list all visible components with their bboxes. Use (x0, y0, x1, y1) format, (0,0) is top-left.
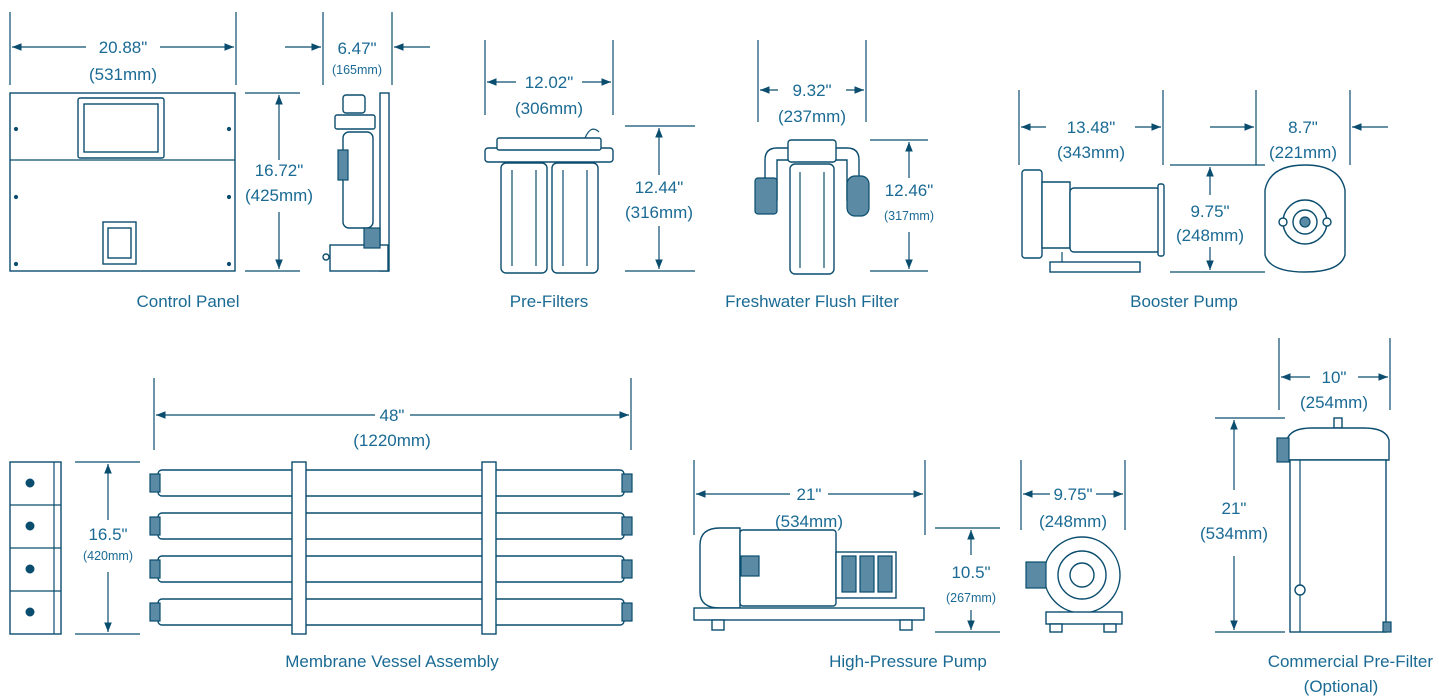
control-panel-depth-in: 6.47" (337, 39, 376, 58)
flush-filter-caption: Freshwater Flush Filter (725, 292, 899, 311)
commercial-filter-caption-optional: (Optional) (1304, 677, 1379, 696)
hp-pump-length-mm: (534mm) (775, 512, 843, 531)
pre-filters-height-in: 12.44" (635, 178, 684, 197)
flush-filter-group: 9.32" (237mm) 12.46" (317mm) (754, 40, 934, 275)
control-panel-width-mm: (531mm) (89, 65, 157, 84)
membrane-length-mm: (1220mm) (353, 431, 430, 450)
commercial-filter-head (1286, 427, 1390, 461)
pre-filters-width-in: 12.02" (525, 73, 574, 92)
membrane-vessel (157, 598, 625, 626)
flush-filter-height-mm: (317mm) (884, 209, 934, 223)
flush-filter-head (787, 139, 837, 163)
hp-pump-height-mm: (267mm) (946, 591, 996, 605)
booster-pump-height-mm: (248mm) (1176, 226, 1244, 245)
membrane-caption: Membrane Vessel Assembly (285, 652, 499, 671)
membrane-height-in: 16.5" (88, 525, 127, 544)
hp-pump-caption: High-Pressure Pump (829, 652, 987, 671)
booster-pump-width-in: 8.7" (1288, 118, 1318, 137)
booster-pump-width-mm: (221mm) (1269, 143, 1337, 162)
booster-pump-length-in: 13.48" (1067, 118, 1116, 137)
hp-pump-height-in: 10.5" (951, 563, 990, 582)
hp-pump-group: 21" (534mm) 9.75" (248mm) 10.5" (267mm) (693, 460, 1126, 633)
control-panel-depth-mm: (165mm) (332, 63, 382, 77)
pre-filters-group: 12.02" (306mm) 12.44" (316mm) (484, 40, 695, 274)
control-panel-height-in: 16.72" (255, 161, 304, 180)
flush-filter-width-in: 9.32" (792, 81, 831, 100)
booster-pump-height-in: 9.75" (1190, 202, 1229, 221)
flush-filter-height-in: 12.46" (885, 181, 934, 200)
control-panel-width-in: 20.88" (99, 38, 148, 57)
commercial-filter-caption: Commercial Pre-Filter (1268, 652, 1434, 671)
hp-pump-width-mm: (248mm) (1039, 512, 1107, 531)
membrane-height-mm: (420mm) (83, 549, 133, 563)
pre-filters-width-mm: (306mm) (515, 99, 583, 118)
control-panel-group: 20.88" (531mm) 16.72" (425mm) 6.47" (165… (9, 12, 430, 272)
commercial-filter-width-in: 10" (1322, 368, 1347, 387)
commercial-filter-width-mm: (254mm) (1300, 393, 1368, 412)
control-panel-height-mm: (425mm) (245, 186, 313, 205)
commercial-filter-height-in: 21" (1222, 499, 1247, 518)
membrane-vessel (157, 469, 625, 497)
hp-pump-width-in: 9.75" (1053, 485, 1092, 504)
booster-pump-length-mm: (343mm) (1057, 143, 1125, 162)
membrane-length-in: 48" (380, 406, 405, 425)
hp-pump-length-in: 21" (797, 485, 822, 504)
membrane-group: 48" (1220mm) 16.5" (420mm) (9, 378, 633, 635)
booster-pump-caption: Booster Pump (1130, 292, 1238, 311)
pre-filters-height-mm: (316mm) (625, 203, 693, 222)
control-panel-caption: Control Panel (136, 292, 239, 311)
membrane-vessel (157, 512, 625, 540)
commercial-filter-body (1289, 459, 1387, 633)
commercial-filter-group: 10" (254mm) 21" (534mm) (1200, 338, 1392, 633)
pre-filters-caption: Pre-Filters (510, 292, 588, 311)
commercial-filter-height-mm: (534mm) (1200, 524, 1268, 543)
booster-pump-side (1021, 169, 1043, 259)
flush-filter-width-mm: (237mm) (778, 107, 846, 126)
membrane-vessel (157, 555, 625, 583)
hp-pump-motor (699, 527, 741, 609)
booster-pump-group: 13.48" (343mm) 8.7" (221mm) 9.75" (248mm… (1018, 90, 1388, 273)
